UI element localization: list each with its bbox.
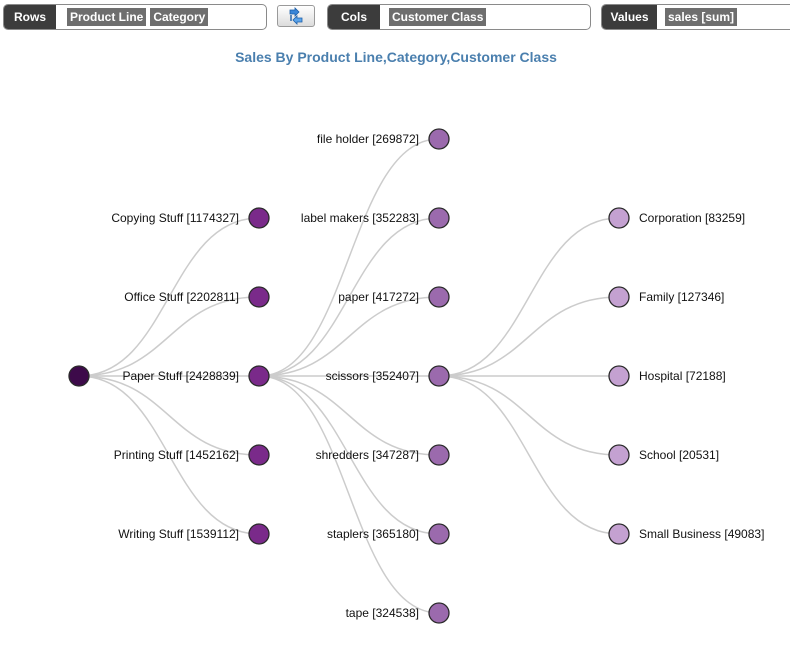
tree-node-product-line[interactable]: Writing Stuff [1539112]: [118, 523, 270, 545]
tree-link: [438, 375, 620, 456]
tree-node-label: Family [127346]: [639, 290, 724, 304]
tree-node-customer-class[interactable]: Hospital [72188]: [608, 365, 726, 387]
rows-field-category[interactable]: Category: [150, 8, 209, 26]
values-field-sales-sum[interactable]: sales [sum]: [665, 8, 738, 26]
tree-node-label: tape [324538]: [346, 606, 419, 620]
tree-link: [78, 217, 260, 377]
tree-node-category[interactable]: label makers [352283]: [301, 207, 450, 229]
tree-node-circle[interactable]: [248, 207, 270, 229]
tree-node-label: Writing Stuff [1539112]: [118, 527, 239, 541]
tree-node-circle[interactable]: [248, 444, 270, 466]
tree-link: [438, 375, 620, 535]
rows-fields: Product Line Category: [67, 5, 209, 29]
tree-node-label: Corporation [83259]: [639, 211, 745, 225]
swap-axes-button[interactable]: [277, 5, 315, 27]
tree-node-circle[interactable]: [248, 523, 270, 545]
tree-link: [258, 138, 440, 377]
cols-field-customer-class[interactable]: Customer Class: [389, 8, 487, 26]
tree-node-category[interactable]: paper [417272]: [338, 286, 450, 308]
tree-nodes: Copying Stuff [1174327] Office Stuff [220…: [68, 128, 764, 624]
tree-node-customer-class[interactable]: Corporation [83259]: [608, 207, 745, 229]
tree-node-circle[interactable]: [248, 365, 270, 387]
tree-link: [78, 375, 260, 535]
tree-node-circle[interactable]: [608, 444, 630, 466]
tree-node-label: scissors [352407]: [326, 369, 419, 383]
tree-node-category[interactable]: shredders [347287]: [316, 444, 450, 466]
rows-shelf-label: Rows: [4, 5, 56, 29]
tree-node-circle[interactable]: [428, 128, 450, 150]
tree-node-label: paper [417272]: [338, 290, 419, 304]
cols-fields: Customer Class: [389, 5, 487, 29]
chart-title: Sales By Product Line,Category,Customer …: [235, 49, 557, 65]
rows-shelf[interactable]: Rows Product Line Category: [3, 4, 267, 30]
tree-node-circle[interactable]: [428, 365, 450, 387]
tree-link: [258, 217, 440, 377]
tree-node-customer-class[interactable]: School [20531]: [608, 444, 719, 466]
tree-node-circle[interactable]: [608, 365, 630, 387]
tree-node-circle[interactable]: [608, 286, 630, 308]
tree-links: [78, 138, 620, 614]
tree-node-root[interactable]: [68, 365, 90, 387]
tree-link: [258, 375, 440, 535]
tree-node-label: Office Stuff [2202811]: [124, 290, 239, 304]
tree-node-label: Hospital [72188]: [639, 369, 726, 383]
tree-node-customer-class[interactable]: Family [127346]: [608, 286, 724, 308]
tree-node-product-line[interactable]: Copying Stuff [1174327]: [111, 207, 270, 229]
tree-node-label: Small Business [49083]: [639, 527, 764, 541]
tree-node-customer-class[interactable]: Small Business [49083]: [608, 523, 764, 545]
tree-node-label: Paper Stuff [2428839]: [122, 369, 239, 383]
tree-node-circle[interactable]: [428, 207, 450, 229]
tree-link: [438, 217, 620, 377]
tree-node-circle[interactable]: [608, 207, 630, 229]
tree-link: [258, 375, 440, 456]
tree-node-circle[interactable]: [428, 444, 450, 466]
swap-axes-icon: [289, 7, 303, 25]
tree-node-category[interactable]: scissors [352407]: [326, 365, 450, 387]
tree-node-circle[interactable]: [428, 523, 450, 545]
tree-node-product-line[interactable]: Office Stuff [2202811]: [124, 286, 270, 308]
tree-node-category[interactable]: file holder [269872]: [317, 128, 450, 150]
tree-node-label: label makers [352283]: [301, 211, 419, 225]
tree-node-category[interactable]: staplers [365180]: [327, 523, 450, 545]
tree-node-product-line[interactable]: Paper Stuff [2428839]: [122, 365, 270, 387]
cols-shelf[interactable]: Cols Customer Class: [327, 4, 591, 30]
tree-node-label: staplers [365180]: [327, 527, 419, 541]
tree-node-label: Printing Stuff [1452162]: [114, 448, 239, 462]
tree-link: [438, 296, 620, 377]
tree-node-circle[interactable]: [248, 286, 270, 308]
tree-node-product-line[interactable]: Printing Stuff [1452162]: [114, 444, 270, 466]
tree-node-circle[interactable]: [68, 365, 90, 387]
values-shelf[interactable]: Values sales [sum]: [601, 4, 790, 30]
tree-node-circle[interactable]: [428, 602, 450, 624]
tree-node-label: Copying Stuff [1174327]: [111, 211, 239, 225]
tree-link: [258, 296, 440, 377]
values-shelf-label: Values: [602, 5, 657, 29]
tree-link: [78, 375, 260, 456]
tree-node-label: shredders [347287]: [316, 448, 419, 462]
rows-field-product-line[interactable]: Product Line: [67, 8, 147, 26]
tree-node-circle[interactable]: [428, 286, 450, 308]
tree-node-label: file holder [269872]: [317, 132, 419, 146]
tree-node-circle[interactable]: [608, 523, 630, 545]
tree-link: [258, 375, 440, 614]
tree-node-category[interactable]: tape [324538]: [346, 602, 450, 624]
tree-link: [78, 296, 260, 377]
tree-node-label: School [20531]: [639, 448, 719, 462]
cols-shelf-label: Cols: [328, 5, 380, 29]
values-fields: sales [sum]: [665, 5, 738, 29]
